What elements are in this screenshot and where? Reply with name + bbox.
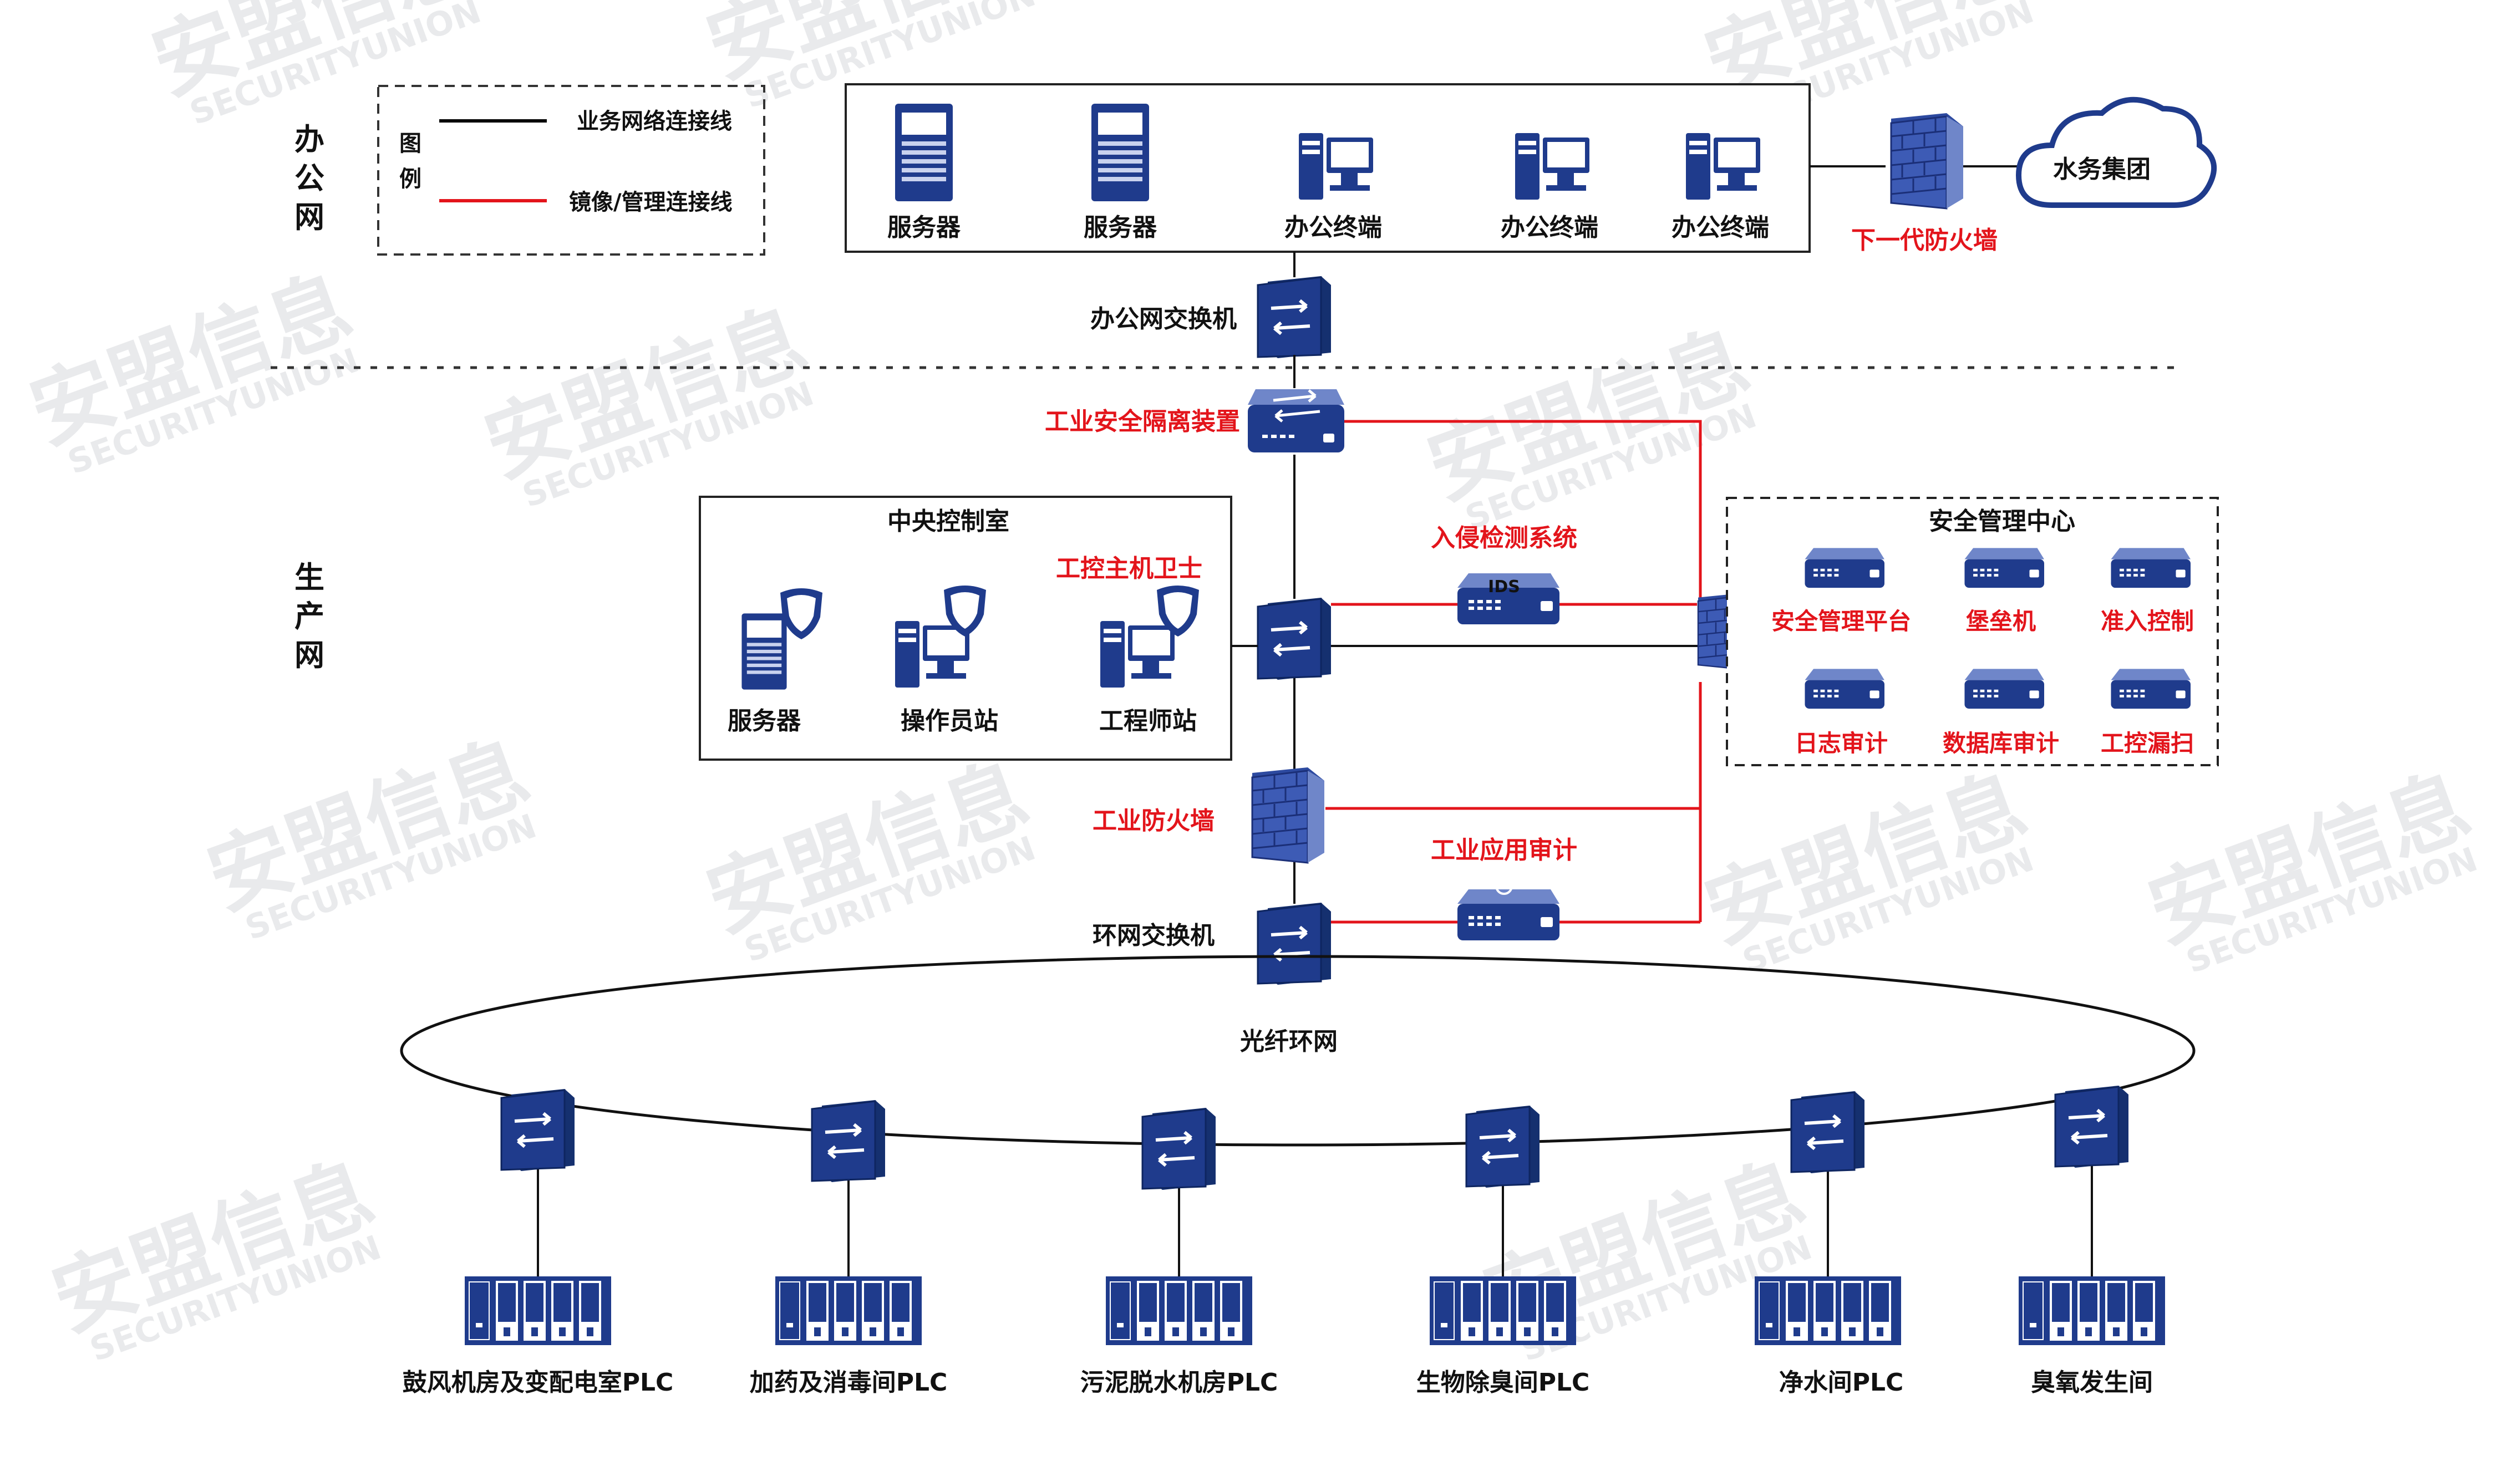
svg-text:数据库审计: 数据库审计: [1943, 730, 2059, 757]
plc-label: 鼓风机房及变配电室PLC: [403, 1368, 674, 1397]
host-guard-label: 工控主机卫士: [1056, 554, 1202, 583]
svg-text:安全管理平台: 安全管理平台: [1771, 608, 1911, 635]
industrial-firewall: 工业防火墙: [1093, 766, 1325, 864]
plc-ring-switch: [1791, 1091, 1864, 1173]
plc-rack: [1105, 1276, 1253, 1346]
svg-text:工控漏扫: 工控漏扫: [2101, 730, 2194, 757]
control-room-title: 中央控制室: [887, 507, 1009, 536]
plc-ring-switch: [2055, 1086, 2128, 1168]
production-core-switch: [1258, 598, 1331, 680]
control-room-devices: 服务器 操作员站 工程师站: [728, 586, 1199, 735]
plc-ring-switch: [1466, 1106, 1540, 1188]
ids-badge: IDS: [1488, 577, 1520, 597]
svg-text:工业应用审计: 工业应用审计: [1431, 836, 1577, 864]
svg-text:日志审计: 日志审计: [1795, 730, 1888, 757]
ring-switch: 环网交换机: [1093, 903, 1331, 985]
security-center-box: [1726, 497, 2219, 766]
fiber-ring-label: 光纤环网: [1240, 1027, 1338, 1056]
zone-label-production: 生产网: [294, 560, 324, 673]
next-gen-firewall: 下一代防火墙: [1851, 112, 1998, 255]
svg-text:环网交换机: 环网交换机: [1093, 922, 1215, 950]
svg-text:堡垒机: 堡垒机: [1966, 608, 2036, 635]
svg-text:工业安全隔离装置: 工业安全隔离装置: [1045, 408, 1240, 436]
plc-rack: [2018, 1276, 2166, 1346]
legend-business-line: 业务网络连接线: [577, 109, 732, 134]
office-device-label: 办公终端: [1284, 213, 1382, 242]
cloud-label: 水务集团: [2053, 155, 2151, 184]
office-device-label: 办公终端: [1671, 213, 1769, 242]
plc-label: 加药及消毒间PLC: [750, 1368, 948, 1397]
security-center-items: 安全管理平台 堡垒机 准入控制 日志审计 数据库审计 工控漏扫: [1771, 548, 2194, 757]
office-device-label: 办公终端: [1501, 213, 1598, 242]
legend-mirror-line: 镜像/管理连接线: [569, 190, 733, 215]
plc-label: 臭氧发生间: [2031, 1368, 2153, 1397]
svg-text:办公网交换机: 办公网交换机: [1090, 305, 1237, 333]
svg-text:工程师站: 工程师站: [1099, 707, 1197, 735]
office-device-label: 服务器: [887, 213, 961, 242]
ids-device: IDS 入侵检测系统: [1431, 524, 1577, 624]
plc-label: 污泥脱水机房PLC: [1080, 1368, 1278, 1397]
office-device-label: 服务器: [1084, 213, 1157, 242]
plc-ring-switch: [1142, 1108, 1216, 1190]
svg-text:工业防火墙: 工业防火墙: [1093, 807, 1215, 835]
plc-label: 生物除臭间PLC: [1416, 1368, 1590, 1397]
plc-label: 净水间PLC: [1779, 1368, 1904, 1397]
office-switch: 办公网交换机: [1090, 276, 1331, 358]
svg-text:入侵检测系统: 入侵检测系统: [1431, 524, 1577, 552]
plc-rack: [775, 1276, 922, 1346]
office-devices: 服务器 服务器 办公终端 办公终端 办公终端: [887, 104, 1769, 242]
industrial-isolation-device: 工业安全隔离装置: [1045, 389, 1344, 452]
industrial-app-audit: 工业应用审计: [1431, 836, 1577, 940]
plc-rack: [1754, 1276, 1902, 1346]
security-center-title: 安全管理中心: [1929, 507, 2075, 536]
legend: 图例 业务网络连接线 镜像/管理连接线: [377, 85, 765, 256]
zone-label-office: 办公网: [294, 122, 324, 235]
plc-rack: [1429, 1276, 1577, 1346]
fiber-ring: [400, 955, 2196, 1147]
svg-text:服务器: 服务器: [728, 707, 801, 735]
plc-ring-switch: [812, 1100, 885, 1182]
plc-nodes: [537, 1164, 2093, 1276]
plc-ring-switch: [501, 1089, 575, 1171]
cloud-icon: 水务集团: [2015, 96, 2217, 208]
svg-text:下一代防火墙: 下一代防火墙: [1851, 226, 1998, 255]
svg-text:图例: 图例: [399, 131, 421, 192]
svg-text:操作员站: 操作员站: [901, 707, 998, 735]
mirror-lines: [1325, 420, 1702, 924]
svg-text:准入控制: 准入控制: [2101, 608, 2194, 635]
plc-rack: [464, 1276, 612, 1346]
